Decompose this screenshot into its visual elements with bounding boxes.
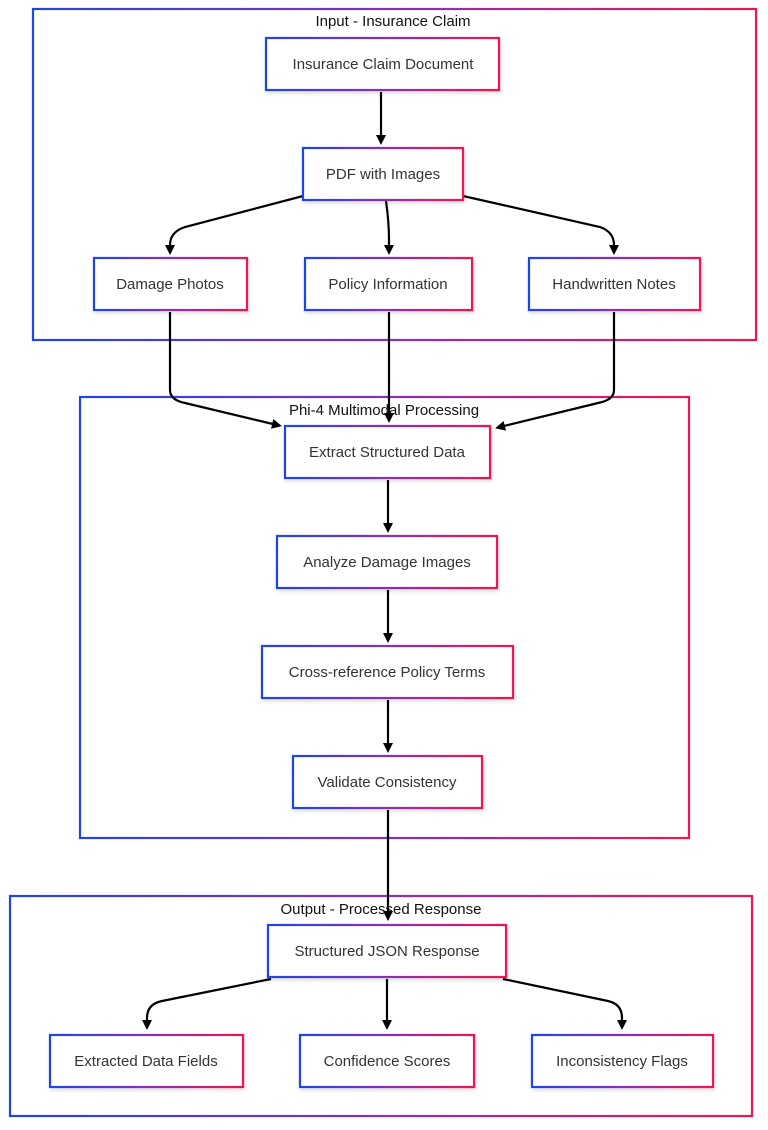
node-handwritten-notes-label: Handwritten Notes [552, 276, 675, 293]
node-validate-label: Validate Consistency [318, 774, 457, 791]
node-confidence-scores-label: Confidence Scores [324, 1053, 451, 1070]
cluster-output: Output - Processed Response [8, 894, 754, 1118]
edge-pdf-to-policy-info [384, 200, 394, 255]
node-damage-photos[interactable]: Damage Photos [92, 256, 249, 312]
node-inconsistency-flags-label: Inconsistency Flags [556, 1053, 688, 1070]
edge-pdf-to-damage-photos [165, 194, 304, 255]
edges [142, 92, 627, 1030]
cluster-processing: Phi-4 Multimodal Processing [78, 395, 691, 840]
node-policy-info-label: Policy Information [328, 276, 447, 293]
node-extracted-fields-label: Extracted Data Fields [74, 1053, 217, 1070]
cluster-input-title: Input - Insurance Claim [315, 13, 470, 30]
node-crossref[interactable]: Cross-reference Policy Terms [260, 644, 515, 700]
node-extract-label: Extract Structured Data [309, 444, 466, 461]
node-claim-document[interactable]: Insurance Claim Document [264, 36, 501, 92]
node-pdf[interactable]: PDF with Images [301, 146, 465, 202]
node-analyze-label: Analyze Damage Images [303, 554, 471, 571]
node-validate[interactable]: Validate Consistency [291, 754, 484, 810]
node-analyze[interactable]: Analyze Damage Images [275, 534, 499, 590]
node-extract[interactable]: Extract Structured Data [283, 424, 492, 480]
cluster-input: Input - Insurance Claim [31, 7, 758, 342]
edge-handwritten-to-extract [495, 312, 616, 431]
node-damage-photos-label: Damage Photos [116, 276, 224, 293]
cluster-processing-title: Phi-4 Multimodal Processing [289, 402, 479, 419]
edge-damage-photos-to-extract [168, 312, 282, 429]
edge-pdf-to-handwritten [462, 194, 619, 255]
node-pdf-label: PDF with Images [326, 166, 440, 183]
cluster-output-title: Output - Processed Response [281, 901, 482, 918]
node-claim-document-label: Insurance Claim Document [293, 56, 475, 73]
edge-json-to-fields [142, 977, 272, 1030]
edge-json-to-flags [502, 977, 627, 1030]
node-handwritten-notes[interactable]: Handwritten Notes [527, 256, 702, 312]
node-json-response-label: Structured JSON Response [294, 943, 479, 960]
node-crossref-label: Cross-reference Policy Terms [289, 664, 485, 681]
node-confidence-scores[interactable]: Confidence Scores [298, 1033, 476, 1089]
node-json-response[interactable]: Structured JSON Response [266, 923, 508, 979]
node-inconsistency-flags[interactable]: Inconsistency Flags [530, 1033, 715, 1089]
node-policy-info[interactable]: Policy Information [303, 256, 474, 312]
node-extracted-fields[interactable]: Extracted Data Fields [48, 1033, 245, 1089]
